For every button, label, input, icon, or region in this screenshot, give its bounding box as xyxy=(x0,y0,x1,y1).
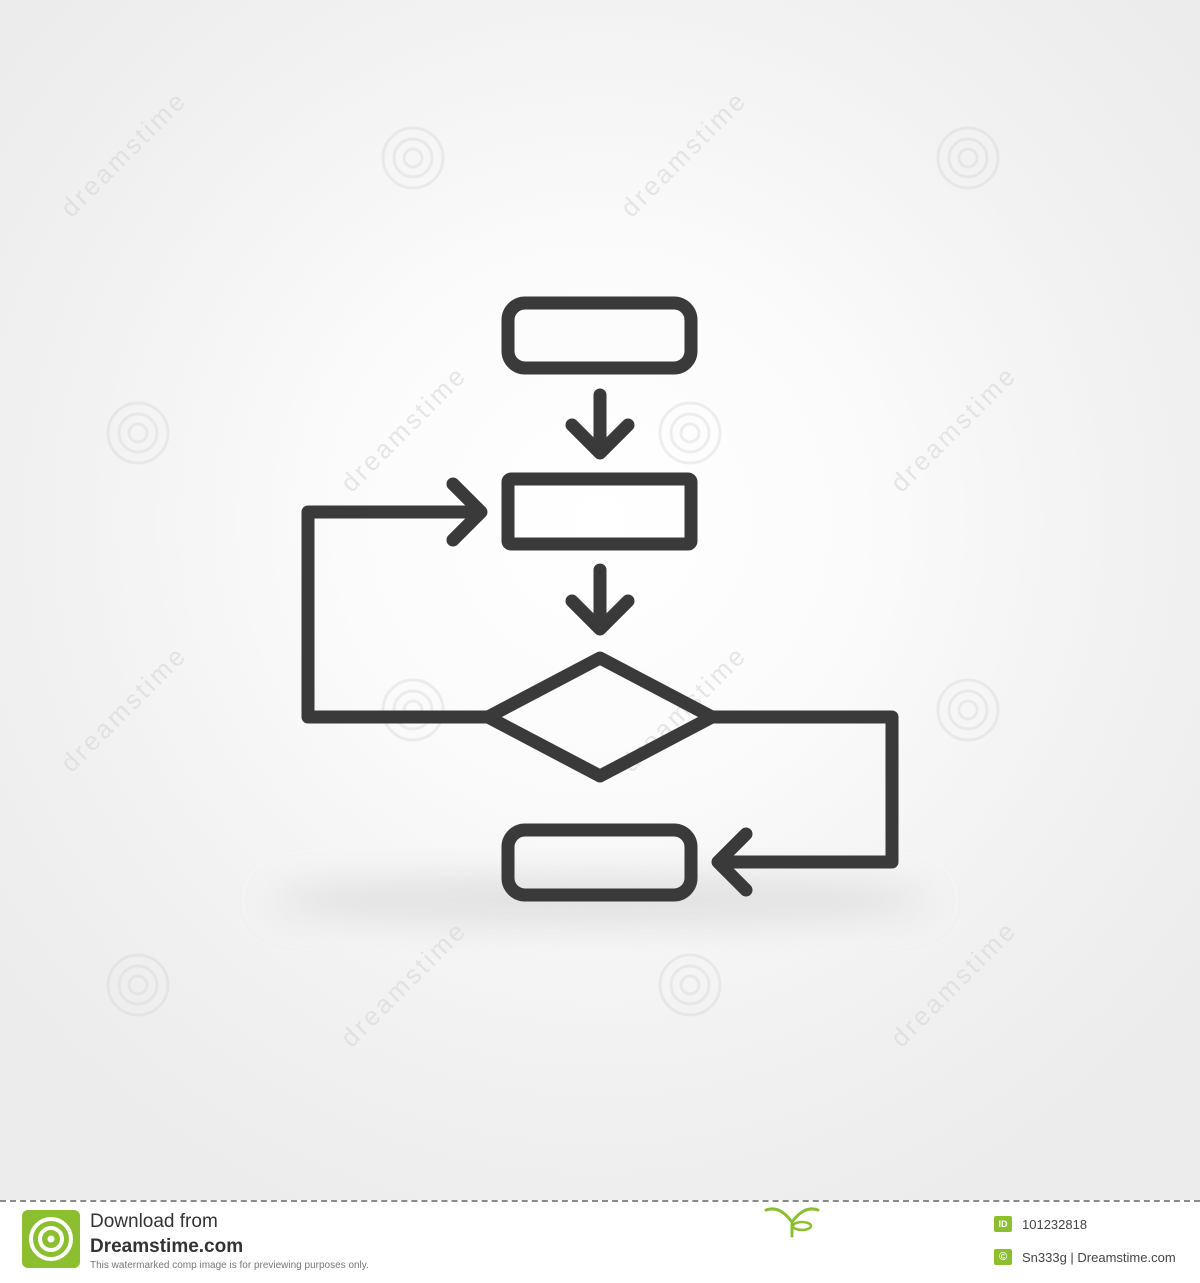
footer-title: Download from xyxy=(90,1211,218,1232)
flowchart-diagram xyxy=(270,296,930,926)
end-node xyxy=(501,823,698,902)
watermark-footer: Download from Dreamstime.com This waterm… xyxy=(0,1200,1200,1283)
decision-node xyxy=(481,651,719,783)
process-node xyxy=(501,472,698,551)
arrow-start-to-process xyxy=(565,388,635,460)
start-node xyxy=(501,296,698,375)
end-connector xyxy=(705,710,899,897)
arrow-process-to-decision xyxy=(565,563,635,636)
loop-back-connector xyxy=(301,477,495,724)
id-badge: ID xyxy=(994,1216,1012,1232)
dreamstime-logo-icon xyxy=(22,1210,80,1268)
image-credit: Sn333g | Dreamstime.com xyxy=(1022,1250,1176,1265)
copyright-icon: © xyxy=(994,1249,1012,1265)
footer-brand: Dreamstime.com xyxy=(90,1236,244,1257)
footer-note: This watermarked comp image is for previ… xyxy=(90,1260,369,1271)
image-id: 101232818 xyxy=(1022,1217,1088,1232)
leaf-icon xyxy=(764,1207,820,1238)
